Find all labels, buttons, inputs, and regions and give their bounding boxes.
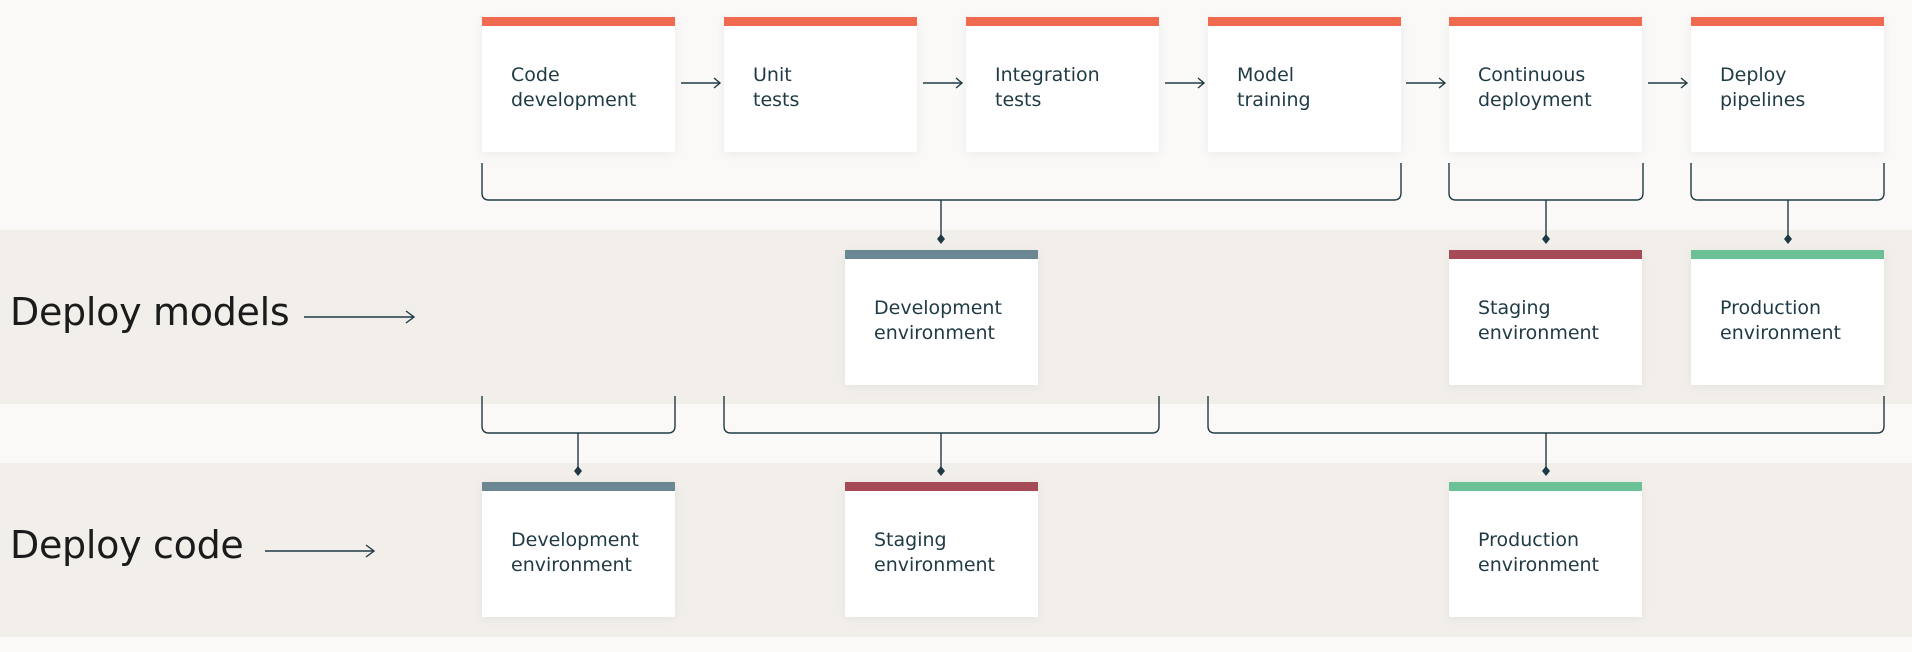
code-row-arrow — [265, 544, 376, 558]
card-accent-bar — [1449, 482, 1642, 491]
bracket-to-code-dev — [481, 396, 676, 472]
card-label: Code development — [511, 64, 637, 111]
connector-diamond — [1542, 466, 1550, 476]
card-label: Continuous deployment — [1478, 64, 1592, 111]
card-label: Integration tests — [995, 64, 1100, 111]
connector-diamond — [574, 466, 582, 476]
code-staging-environment: Staging environment — [845, 482, 1038, 617]
connector-diamond — [937, 234, 945, 244]
bracket-steps-to-models-dev — [481, 163, 1402, 240]
card-accent-bar — [1691, 250, 1884, 259]
deploy-models-label: Deploy models — [10, 290, 290, 334]
code-development-environment: Development environment — [482, 482, 675, 617]
card-label: Development environment — [511, 529, 639, 576]
card-accent-bar — [845, 250, 1038, 259]
step-arrow-3 — [1165, 77, 1206, 89]
card-accent-bar — [1449, 250, 1642, 259]
pipeline-step-unit-tests: Unit tests — [724, 17, 917, 152]
card-accent-bar — [1449, 17, 1642, 26]
step-arrow-5 — [1648, 77, 1689, 89]
step-arrow-2 — [923, 77, 964, 89]
card-accent-bar — [724, 17, 917, 26]
models-development-environment: Development environment — [845, 250, 1038, 385]
models-production-environment: Production environment — [1691, 250, 1884, 385]
card-accent-bar — [1208, 17, 1401, 26]
bracket-to-code-staging — [723, 396, 1160, 472]
deploy-code-label: Deploy code — [10, 523, 244, 567]
pipeline-step-code-development: Code development — [482, 17, 675, 152]
code-production-environment: Production environment — [1449, 482, 1642, 617]
bracket-steps-to-models-staging — [1448, 163, 1644, 240]
pipeline-step-deploy-pipelines: Deploy pipelines — [1691, 17, 1884, 152]
card-label: Development environment — [874, 297, 1002, 344]
card-label: Unit tests — [753, 64, 800, 111]
card-accent-bar — [482, 17, 675, 26]
pipeline-step-continuous-deployment: Continuous deployment — [1449, 17, 1642, 152]
pipeline-step-integration-tests: Integration tests — [966, 17, 1159, 152]
models-row-arrow — [304, 310, 416, 324]
card-label: Staging environment — [1478, 297, 1600, 344]
card-accent-bar — [482, 482, 675, 491]
card-label: Model training — [1237, 64, 1311, 111]
card-accent-bar — [845, 482, 1038, 491]
connector-diamond — [937, 466, 945, 476]
card-label: Deploy pipelines — [1720, 64, 1806, 111]
bracket-to-code-prod — [1207, 396, 1885, 472]
card-label: Production environment — [1720, 297, 1842, 344]
bracket-steps-to-models-prod — [1690, 163, 1885, 240]
card-label: Production environment — [1478, 529, 1600, 576]
card-accent-bar — [966, 17, 1159, 26]
card-accent-bar — [1691, 17, 1884, 26]
step-arrow-4 — [1406, 77, 1447, 89]
models-staging-environment: Staging environment — [1449, 250, 1642, 385]
pipeline-step-model-training: Model training — [1208, 17, 1401, 152]
step-arrow-1 — [681, 77, 722, 89]
card-label: Staging environment — [874, 529, 996, 576]
connector-diamond — [1542, 234, 1550, 244]
connector-diamond — [1784, 234, 1792, 244]
